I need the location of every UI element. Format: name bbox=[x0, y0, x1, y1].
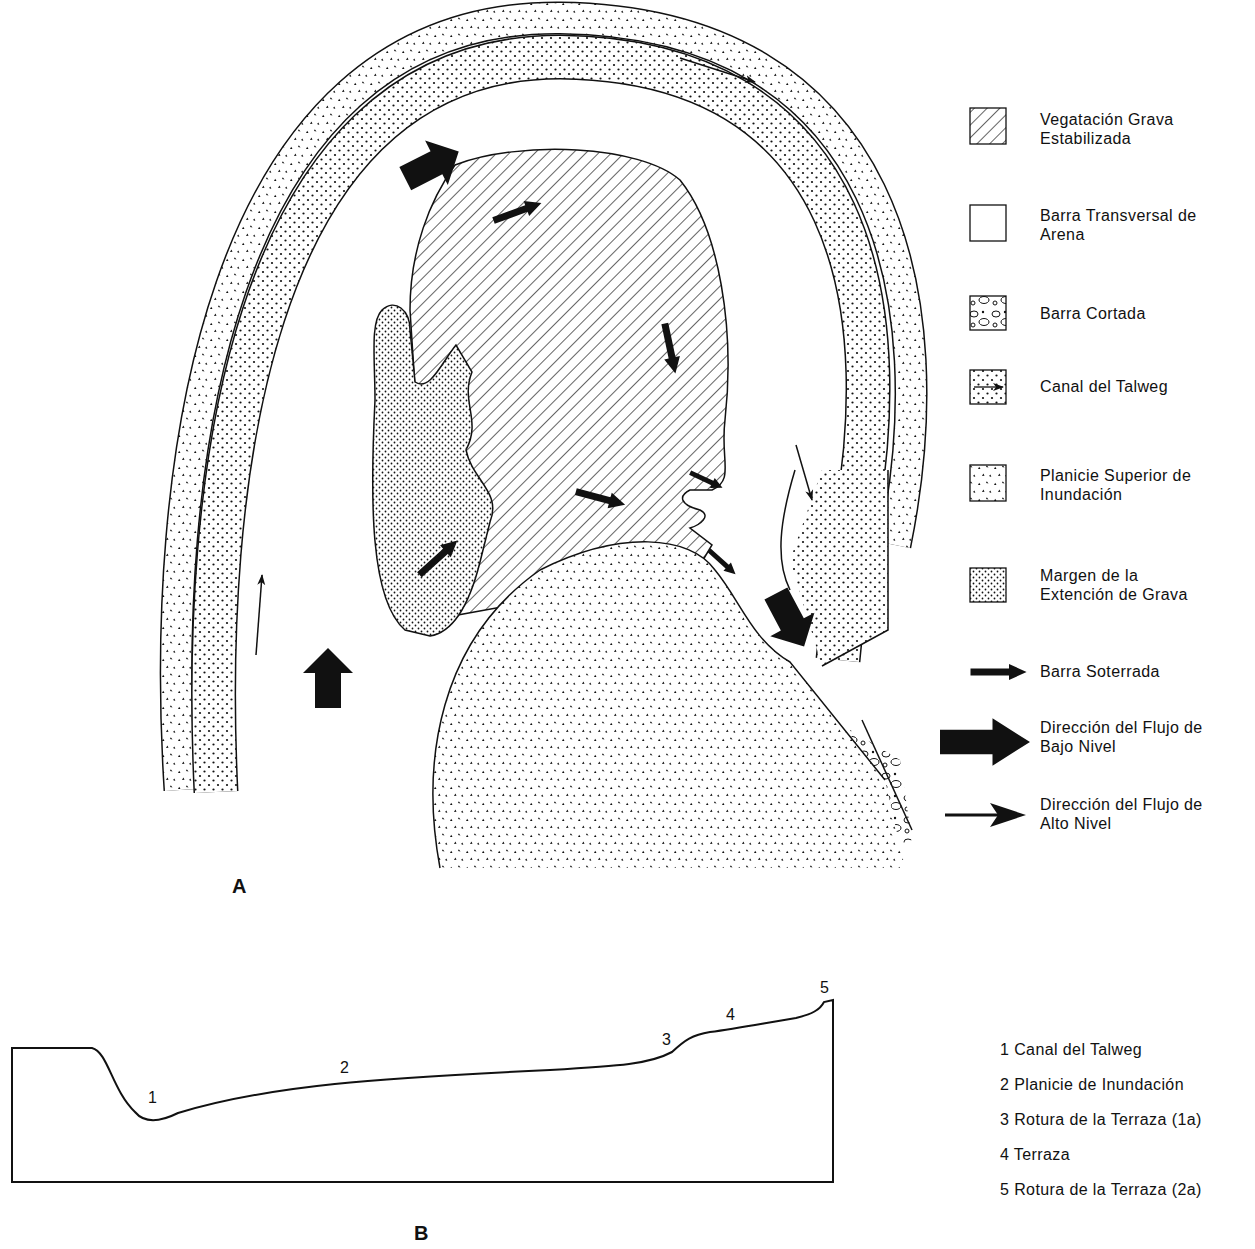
key-entry: 2 Planicie de Inundación bbox=[1000, 1075, 1184, 1094]
legend-text: Vegatación Grava Estabilizada bbox=[1040, 110, 1210, 148]
legend-text: Planicie Superior de Inundación bbox=[1040, 466, 1210, 504]
legend-text: Dirección del Flujo de Alto Nivel bbox=[1040, 795, 1210, 833]
panel-letter: B bbox=[414, 1221, 429, 1245]
legend-text: Canal del Talweg bbox=[1040, 377, 1210, 396]
callout-number: 1 bbox=[148, 1088, 157, 1107]
legend-text: Dirección del Flujo de Bajo Nivel bbox=[1040, 718, 1210, 756]
legend-text: Margen de la Extención de Grava bbox=[1040, 566, 1210, 604]
callout-number: 3 bbox=[662, 1030, 671, 1049]
key-entry: 1 Canal del Talweg bbox=[1000, 1040, 1142, 1059]
legend-text: Barra Cortada bbox=[1040, 304, 1210, 323]
legend-text: Barra Transversal de Arena bbox=[1040, 206, 1210, 244]
legend-text: Barra Soterrada bbox=[1040, 662, 1210, 681]
key-entry: 3 Rotura de la Terraza (1a) bbox=[1000, 1110, 1202, 1129]
key-entry: 4 Terraza bbox=[1000, 1145, 1070, 1164]
panel-letter: A bbox=[232, 874, 247, 898]
callout-number: 2 bbox=[340, 1058, 349, 1077]
callout-number: 4 bbox=[726, 1005, 735, 1024]
key-entry: 5 Rotura de la Terraza (2a) bbox=[1000, 1180, 1202, 1199]
callout-number: 5 bbox=[820, 978, 829, 997]
